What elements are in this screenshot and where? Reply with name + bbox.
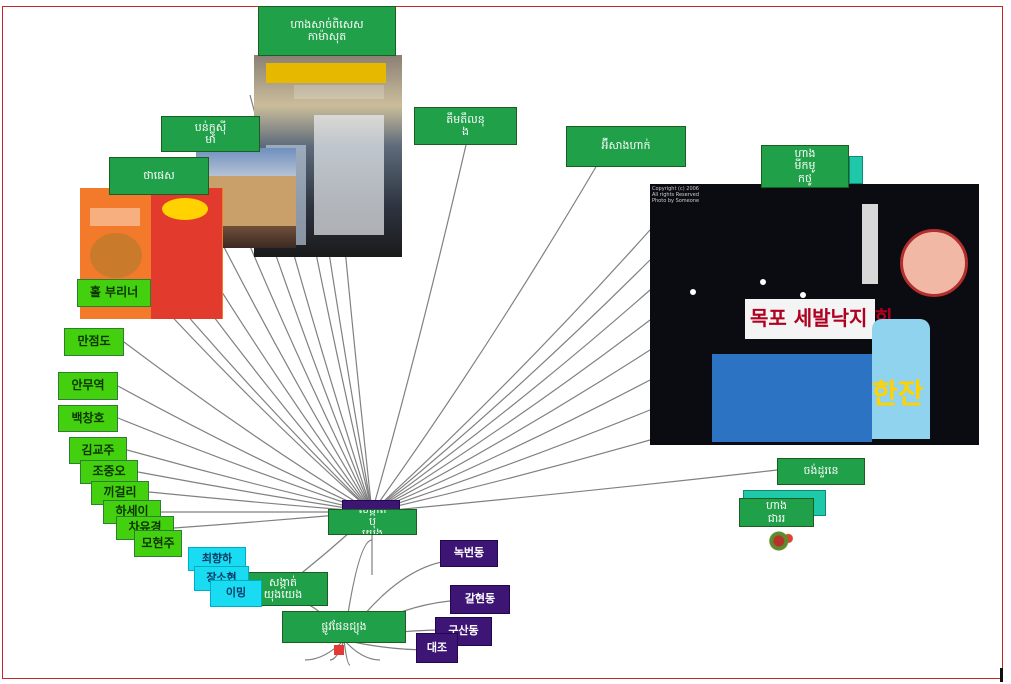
connector-line bbox=[137, 471, 373, 513]
node-lime-2[interactable]: 안무역 bbox=[58, 372, 118, 400]
flowers-icon bbox=[766, 528, 798, 554]
chicken-poster-photo bbox=[80, 188, 223, 319]
node-thaphes[interactable]: ថាផេស bbox=[109, 157, 209, 195]
connector-line bbox=[117, 385, 373, 513]
node-bankuk[interactable]: បន់ក្លូស៊ី មា bbox=[161, 116, 260, 152]
node-lime-9[interactable]: 모현주 bbox=[134, 530, 182, 557]
node-lime-0[interactable]: 홀 부리너 bbox=[77, 279, 151, 307]
connector-line bbox=[371, 144, 467, 513]
node-purple-2[interactable]: 구산동 bbox=[435, 617, 492, 646]
connector-line bbox=[117, 417, 373, 513]
node-lime-3[interactable]: 백창호 bbox=[58, 405, 118, 432]
connector-line bbox=[371, 289, 651, 513]
connector-line bbox=[371, 159, 601, 513]
connector-line bbox=[371, 319, 651, 513]
outer-frame bbox=[2, 6, 1003, 679]
node-chongduren[interactable]: ចង់ដួរនេ bbox=[777, 458, 865, 485]
connector-line bbox=[371, 409, 651, 513]
red-marker-icon bbox=[334, 645, 344, 655]
node-mikmuk-shadow bbox=[849, 156, 863, 184]
node-isanghak[interactable]: អ៊ីសាងហាក់ bbox=[566, 126, 686, 167]
connector-line bbox=[304, 639, 345, 661]
connector-line bbox=[329, 639, 345, 661]
node-mikmuk[interactable]: ហាង មីកមូ កថូ bbox=[761, 145, 849, 188]
connector-line bbox=[343, 639, 381, 661]
night-street-photo: Copyright (c) 2006 All rights Reserved P… bbox=[650, 184, 979, 445]
photo-big-sign: 한잔 bbox=[872, 377, 924, 410]
connector-line bbox=[343, 639, 351, 666]
connector-line bbox=[371, 229, 651, 513]
connector-line bbox=[371, 349, 651, 513]
connector-line bbox=[123, 341, 373, 513]
node-purple-3[interactable]: 대조 bbox=[416, 633, 458, 663]
connector-line bbox=[371, 379, 651, 513]
node-lime-4[interactable]: 김교주 bbox=[69, 437, 127, 464]
photo-shop-sign: 목포 세발낙지 회 bbox=[750, 306, 893, 330]
connector-line bbox=[371, 259, 651, 513]
node-hangjar[interactable]: ហាង ជាររ bbox=[739, 498, 814, 527]
node-bottom-road[interactable]: ផ្លូវផែនជ្យុង bbox=[282, 611, 406, 643]
center-node[interactable]: សង្កាត់ បុ យេង bbox=[328, 509, 417, 535]
corner-tick bbox=[1000, 668, 1003, 682]
node-butcher[interactable]: ហាងសាច់ពិសេស កាម៉ាសុត bbox=[258, 6, 396, 56]
connector-line bbox=[371, 469, 778, 513]
node-purple-0[interactable]: 녹번동 bbox=[440, 540, 498, 567]
connector-line bbox=[126, 449, 373, 513]
node-lime-1[interactable]: 만점도 bbox=[64, 328, 124, 356]
photo-caption: Copyright (c) 2006 All rights Reserved P… bbox=[652, 186, 700, 204]
node-lime-5[interactable]: 조중오 bbox=[80, 460, 138, 484]
connector-line bbox=[149, 292, 373, 513]
node-purple-1[interactable]: 갈현동 bbox=[450, 585, 510, 614]
node-cyan-2[interactable]: 이밍 bbox=[210, 580, 262, 607]
connector-line bbox=[371, 439, 651, 513]
node-teumteul[interactable]: តឹមតឹលនុ ង bbox=[414, 107, 517, 145]
